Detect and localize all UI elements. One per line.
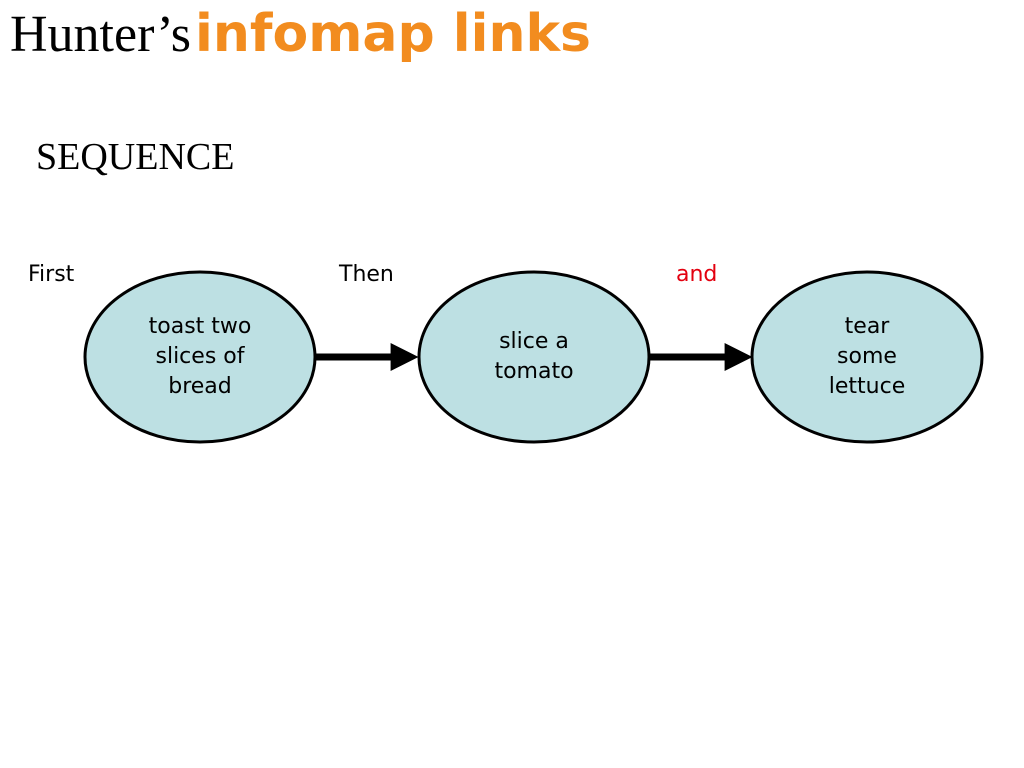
node-text-3: tear some lettuce (817, 300, 917, 414)
label-first: First (28, 262, 75, 287)
slide-title: Hunter’s infomap links (10, 8, 591, 61)
label-then: Then (339, 262, 394, 287)
node-label-3: tear some lettuce (828, 314, 906, 399)
node-text-2: slice a tomato (474, 300, 594, 414)
node-label-2: slice a tomato (494, 329, 574, 384)
title-prefix: Hunter’s (10, 6, 192, 63)
label-and: and (676, 262, 718, 287)
node-label-1: toast two slices of bread (148, 314, 252, 399)
node-text-1: toast two slices of bread (128, 300, 272, 414)
slide-subtitle: SEQUENCE (36, 136, 235, 178)
title-highlight: infomap links (195, 4, 592, 64)
